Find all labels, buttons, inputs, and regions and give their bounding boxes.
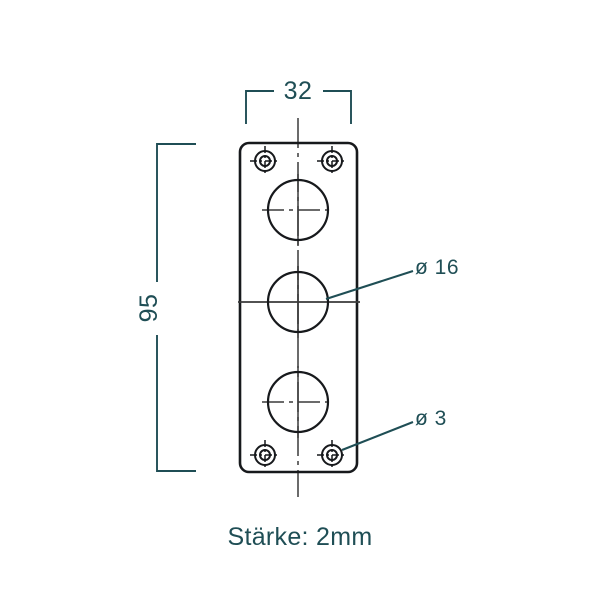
plate-outline (238, 141, 359, 474)
dimension-height: 95 (135, 143, 196, 472)
mounting-hole-top-left (250, 146, 280, 176)
callout-diameter-3: ø 3 (341, 407, 447, 451)
callout-diameter-3-leader (341, 421, 414, 451)
dimension-height-top-bracket (156, 143, 196, 282)
mounting-hole-bottom-left-inner (259, 449, 271, 461)
mounting-hole-top-right-inner (326, 155, 338, 167)
dimension-width: 32 (245, 77, 352, 124)
dimension-height-value: 95 (135, 294, 163, 323)
thickness-caption: Stärke: 2mm (228, 523, 373, 551)
large-bore-middle-circle (266, 270, 330, 334)
dimension-width-left-bracket (245, 90, 274, 124)
dimension-height-bottom-bracket (156, 335, 196, 472)
mounting-hole-bottom-right (317, 440, 347, 470)
mounting-hole-bottom-left-outer (254, 444, 276, 466)
callout-diameter-3-label: ø 3 (415, 407, 447, 430)
dimension-width-value: 32 (284, 77, 313, 105)
mounting-hole-top-right (317, 146, 347, 176)
dimension-width-right-bracket (323, 90, 352, 124)
mounting-hole-top-left-outer (254, 150, 276, 172)
large-bore-top-circle (266, 178, 330, 242)
callout-diameter-16-label: ø 16 (415, 256, 459, 279)
mounting-hole-top-left-inner (259, 155, 271, 167)
mounting-hole-bottom-left (250, 440, 280, 470)
large-bore-bottom (262, 366, 334, 438)
mounting-hole-top-right-outer (321, 150, 343, 172)
large-bore-top (262, 174, 334, 246)
callout-diameter-16-leader (325, 270, 414, 300)
large-bore-bottom-circle (266, 370, 330, 434)
mounting-hole-bottom-right-inner (326, 449, 338, 461)
callout-diameter-16: ø 16 (325, 256, 459, 300)
mounting-hole-bottom-right-outer (321, 444, 343, 466)
large-bore-middle (238, 266, 360, 338)
